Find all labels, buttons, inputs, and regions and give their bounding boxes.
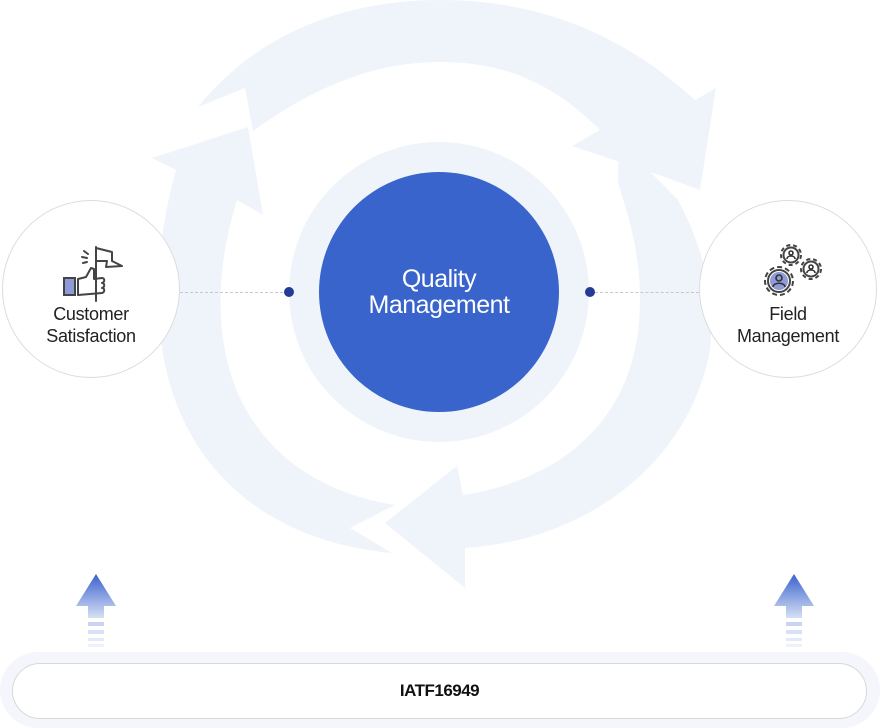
left-connector-line [180, 292, 288, 293]
iatf-label: IATF16949 [399, 681, 480, 700]
center-title-line1: Quality [401, 265, 477, 293]
field-label-line2: Management [736, 326, 840, 346]
center-title-line2: Management [368, 291, 510, 319]
left-up-arrow-icon [76, 574, 116, 647]
cycle-arrow-left [152, 127, 395, 553]
cycle-arrow-top [198, 0, 716, 190]
right-connector-dot [585, 287, 595, 297]
cycle-arrow-right [385, 140, 712, 588]
right-up-arrow-icon [774, 574, 814, 647]
iatf-base-bar: IATF16949 [12, 663, 867, 719]
field-management-node[interactable]: Field Management [699, 200, 877, 378]
customer-label-line2: Satisfaction [46, 326, 136, 346]
customer-satisfaction-node[interactable]: Customer Satisfaction [2, 200, 180, 378]
thumbs-up-flag-icon [63, 246, 123, 302]
right-connector-line [595, 292, 699, 293]
field-label-line1: Field [769, 304, 807, 324]
left-connector-dot [284, 287, 294, 297]
quality-management-circle[interactable]: Quality Management [319, 172, 559, 412]
gears-people-icon [764, 244, 822, 296]
customer-label-line1: Customer [53, 304, 129, 324]
